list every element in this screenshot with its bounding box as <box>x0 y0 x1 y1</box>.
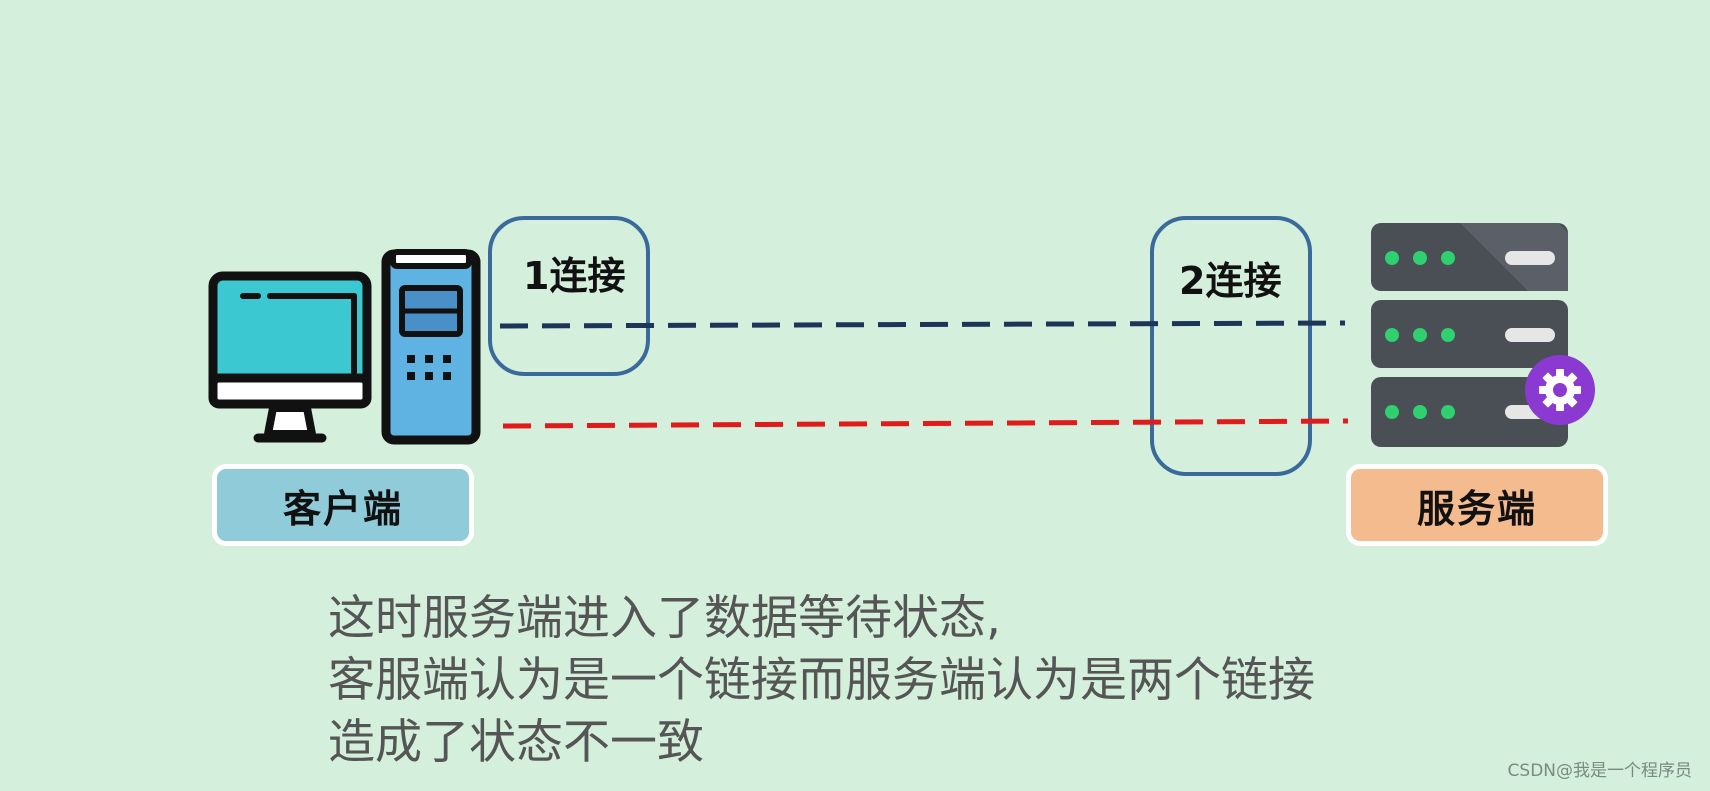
pc-tower-icon <box>381 249 481 445</box>
caption-line-2: 客服端认为是一个链接而服务端认为是两个链接 <box>328 653 1315 708</box>
client-label-box: 客户端 <box>212 464 474 546</box>
server-rack-icon <box>1371 223 1595 447</box>
connection-1-label: 1连接 <box>523 254 626 298</box>
connection-1-highlight <box>488 216 650 376</box>
server-unit-3 <box>1371 377 1568 447</box>
red-dashed-line <box>502 418 1349 429</box>
monitor-icon <box>208 271 372 443</box>
caption-line-3: 造成了状态不一致 <box>328 715 704 770</box>
server-unit-1 <box>1371 223 1568 291</box>
server-label-box: 服务端 <box>1346 464 1608 546</box>
caption-line-1: 这时服务端进入了数据等待状态, <box>328 591 1001 646</box>
watermark: CSDN@我是一个程序员 <box>1507 761 1692 781</box>
connection-2-highlight <box>1150 216 1312 476</box>
connection-2-label: 2连接 <box>1179 259 1282 303</box>
caption: 这时服务端进入了数据等待状态, 客服端认为是一个链接而服务端认为是两个链接 造成… <box>328 588 1315 774</box>
desktop-computer-icon <box>208 249 481 445</box>
blue-dashed-line <box>499 320 1346 329</box>
gear-icon <box>1525 355 1595 425</box>
server-unit-2 <box>1371 300 1568 368</box>
